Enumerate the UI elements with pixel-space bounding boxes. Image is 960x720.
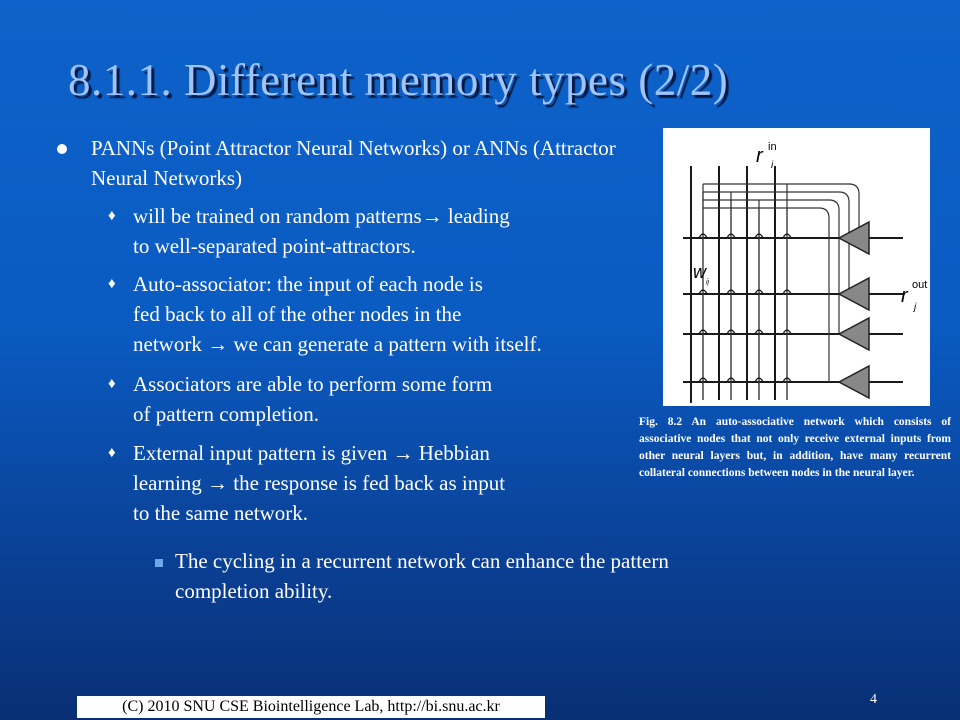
- sub-sub-bullet-text: The cycling in a recurrent network can e…: [175, 549, 669, 603]
- r-in-sup: in: [768, 141, 777, 153]
- sub-bullet-text: Associators are able to perform some for…: [133, 372, 493, 426]
- slide-title: 8.1.1. Different memory types (2/2): [68, 55, 729, 105]
- diamond-bullet-icon: ♦: [108, 276, 116, 292]
- w-label: w: [693, 262, 707, 282]
- auto-associative-network-figure: r in i w ij r out j: [663, 128, 930, 406]
- sub-bullet-text: Auto-associator: the input of each node …: [133, 272, 542, 356]
- r-in-sub: i: [771, 160, 774, 171]
- r-out-sub: j: [912, 302, 917, 313]
- footer-credit: (C) 2010 SNU CSE Biointelligence Lab, ht…: [77, 696, 545, 718]
- square-bullet-icon: [155, 559, 163, 567]
- r-in-label: r: [756, 145, 764, 167]
- diamond-bullet-icon: ♦: [108, 376, 116, 392]
- r-out-label: r: [901, 285, 909, 307]
- network-diagram: r in i w ij r out j: [683, 141, 927, 403]
- sub-bullet-text: External input pattern is given → Hebbia…: [133, 441, 506, 525]
- diamond-bullet-icon: ♦: [108, 445, 116, 461]
- diamond-bullet-icon: ♦: [108, 208, 116, 224]
- w-sub: ij: [706, 279, 710, 286]
- bullet-dot-icon: [57, 144, 67, 154]
- bullet-text: PANNs (Point Attractor Neural Networks) …: [91, 136, 616, 190]
- figure-caption: Fig. 8.2 An auto-associative network whi…: [639, 416, 951, 479]
- sub-bullet-text: will be trained on random patterns→ lead…: [133, 204, 510, 258]
- page-number: 4: [870, 692, 877, 707]
- r-out-sup: out: [912, 279, 927, 291]
